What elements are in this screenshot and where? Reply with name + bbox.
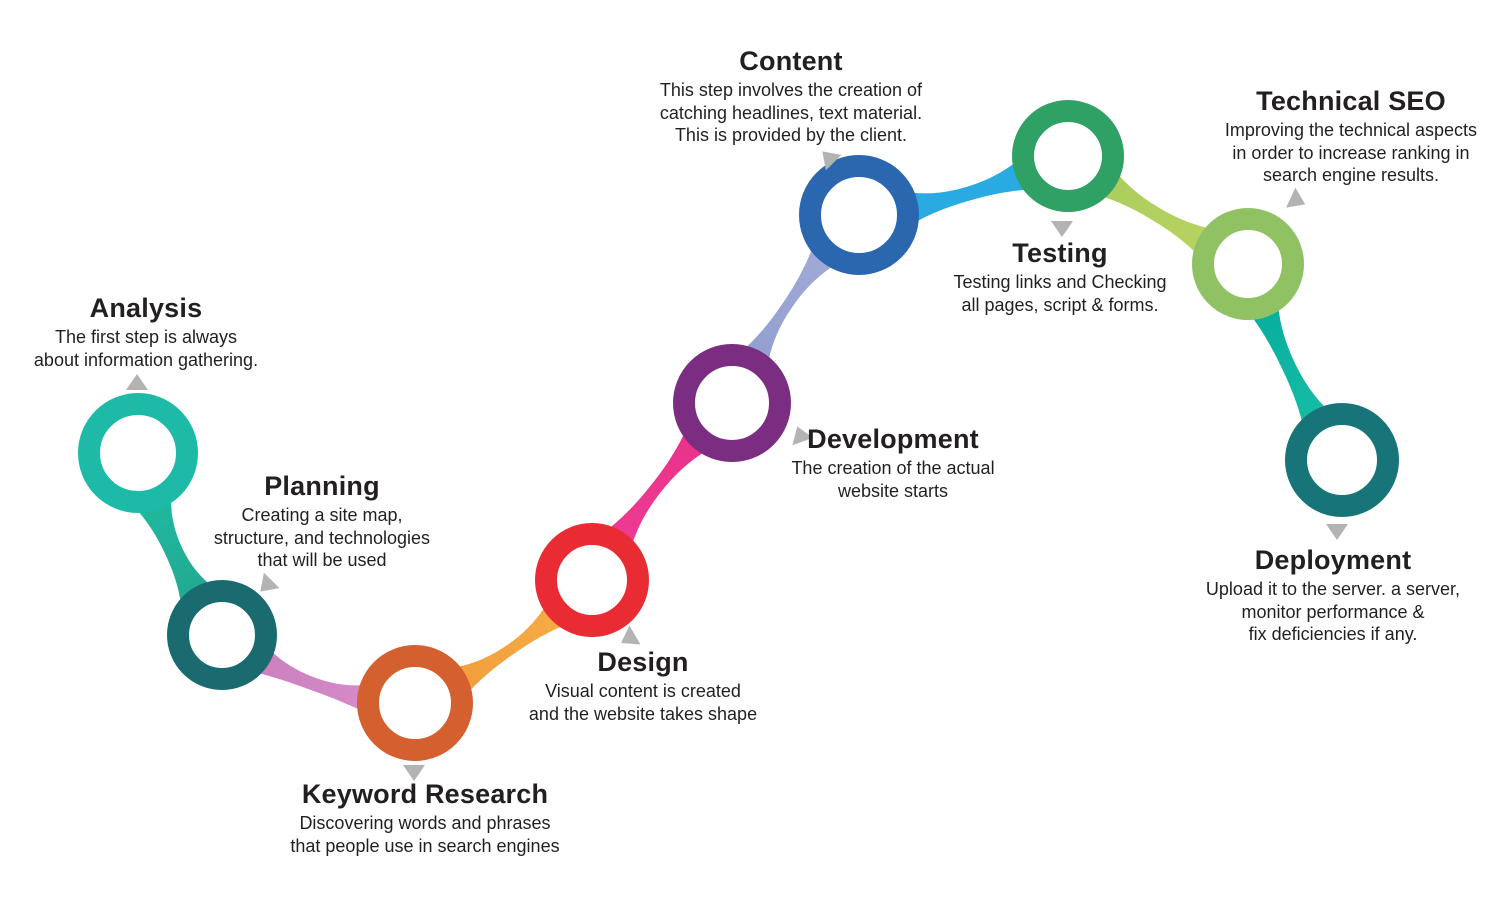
pointer-arrow-icon-analysis — [126, 374, 148, 390]
step-circle-technical-seo — [1192, 208, 1304, 320]
step-circle-deployment — [1285, 403, 1399, 517]
step-circle-design — [535, 523, 649, 637]
circle-layer — [78, 100, 1399, 761]
connector-analysis-planning — [133, 492, 217, 610]
step-circle-planning — [167, 580, 277, 690]
pointer-arrow-icon-keyword-research — [403, 765, 425, 781]
pointer-arrow-icon-content — [822, 151, 842, 171]
step-circle-testing — [1012, 100, 1124, 212]
step-circle-content — [799, 155, 919, 275]
step-circle-keyword-research — [357, 645, 473, 761]
connector-testing-technical-seo — [1094, 167, 1217, 258]
connector-development-content — [739, 241, 840, 370]
connector-design-development — [603, 426, 712, 551]
step-circle-development — [673, 344, 791, 462]
connector-content-testing — [904, 157, 1034, 225]
arrow-layer — [126, 151, 1348, 781]
pointer-arrow-icon-planning — [260, 572, 280, 592]
connector-layer — [133, 157, 1332, 714]
pointer-arrow-icon-development — [792, 426, 814, 446]
connector-keyword-research-design — [449, 598, 571, 697]
pointer-arrow-icon-deployment — [1326, 524, 1348, 540]
pointer-arrow-icon-design — [621, 625, 641, 645]
connector-technical-seo-deployment — [1247, 299, 1332, 430]
pointer-arrow-icon-technical-seo — [1286, 187, 1306, 208]
connector-planning-keyword-research — [250, 644, 373, 714]
pointer-arrow-icon-testing — [1051, 221, 1073, 237]
step-circle-analysis — [78, 393, 198, 513]
